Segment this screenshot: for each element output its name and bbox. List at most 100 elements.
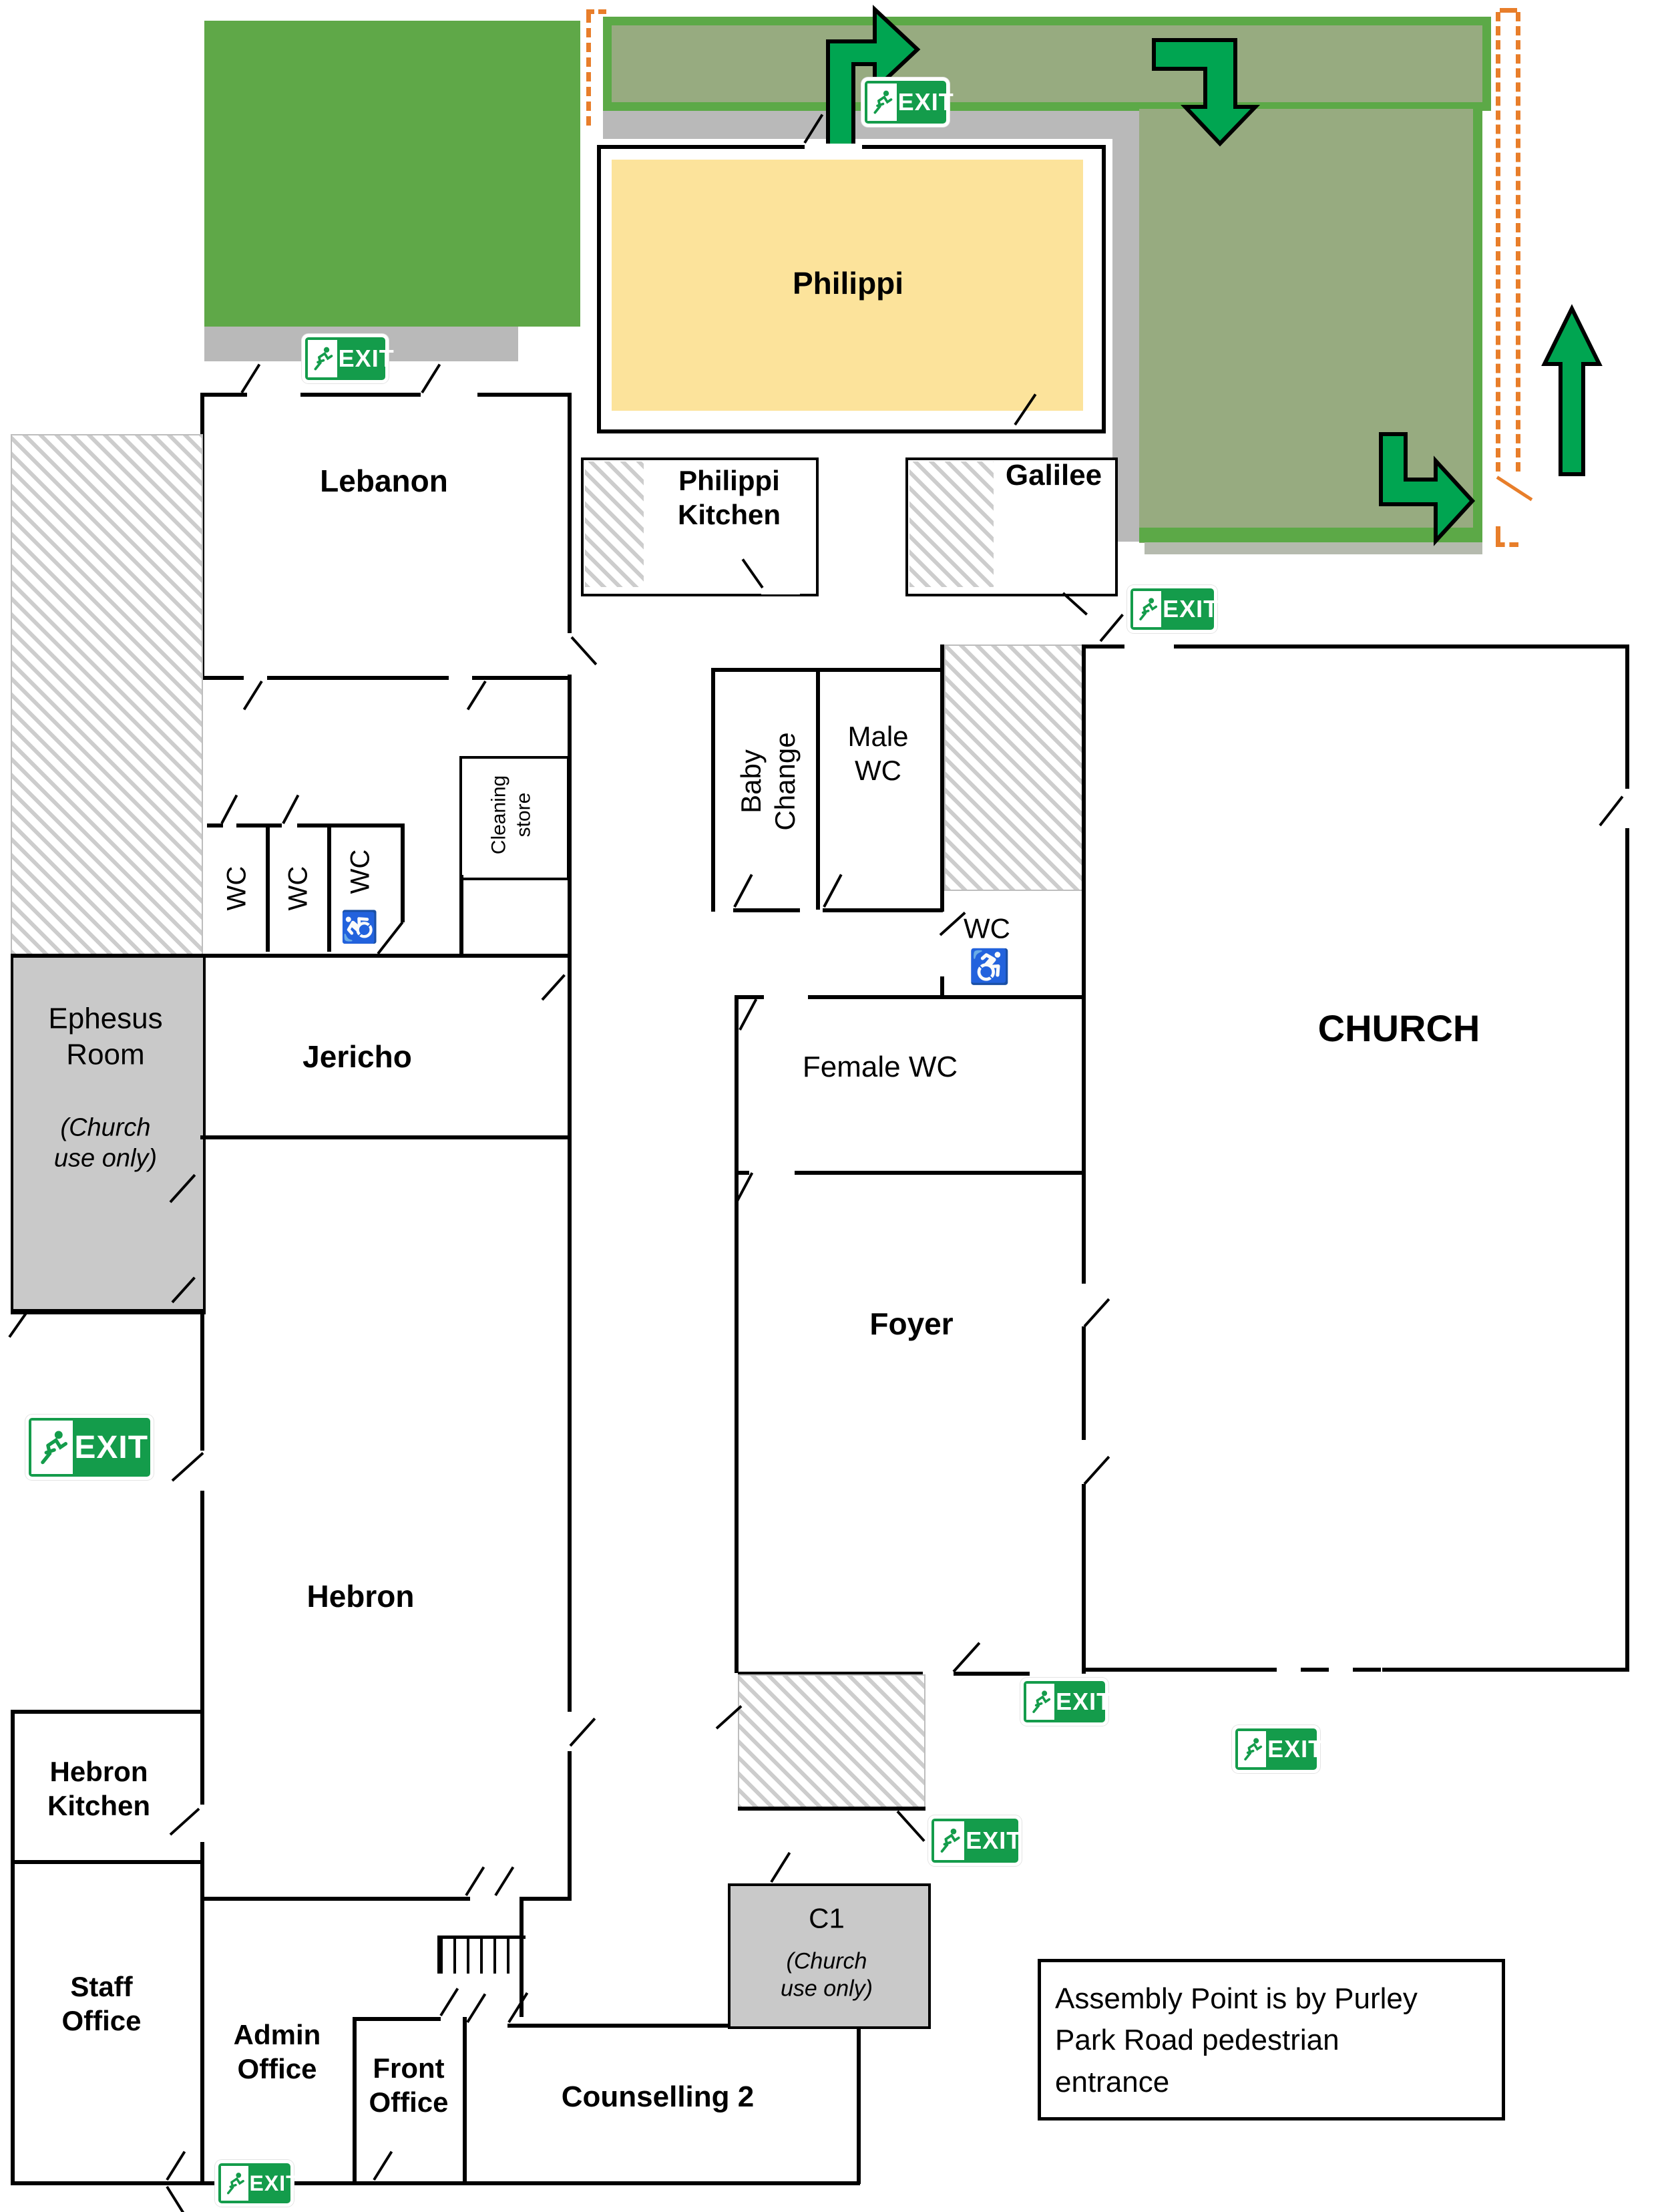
exit-sign-top-walkway: EXIT [861, 77, 954, 127]
philippi-top-door-gap [805, 144, 862, 150]
wall [11, 1860, 204, 1864]
wheelchair-icon: ♿ [341, 908, 377, 946]
wall [735, 995, 764, 999]
exit-door-shape [221, 2166, 248, 2201]
wall [207, 823, 223, 827]
galilee-door-gap [1060, 587, 1102, 594]
wall [795, 1171, 1083, 1175]
wall [735, 1171, 749, 1175]
wall [940, 644, 944, 912]
wall [711, 668, 715, 912]
arrow-down-right-gate [1379, 432, 1476, 546]
exit-sign-corridor-south: EXIT [928, 1815, 1022, 1866]
exit-sign-admin: EXIT [215, 2160, 299, 2207]
exit-door-shape [867, 83, 897, 121]
wall [507, 2024, 730, 2028]
wall [735, 1173, 739, 1673]
running-man-icon [314, 347, 333, 371]
wall [520, 1899, 524, 2017]
room-wc-accessible-label: WC [964, 912, 1010, 944]
room-philippi-floor [612, 160, 1083, 411]
wall [472, 676, 570, 680]
wall [463, 2017, 467, 2184]
running-man-icon [1139, 598, 1158, 620]
walkway-gray-under-band [603, 111, 1112, 139]
wall [200, 676, 244, 680]
exit-door-shape [1238, 1731, 1267, 1767]
gate-dashed-right-a [1496, 12, 1500, 472]
room-galilee-label: Galilee [1005, 459, 1102, 492]
left-hatched-block [11, 434, 203, 956]
exit-door-shape [308, 340, 337, 377]
wall [1082, 1668, 1249, 1672]
exit-sign-foyer: EXIT [1020, 1678, 1111, 1726]
exit-door-shape [1026, 1684, 1055, 1720]
arrow-up-right-philippi [826, 5, 921, 156]
wall [568, 680, 572, 1712]
room-church-label: CHURCH [1317, 1006, 1480, 1049]
wall [297, 823, 403, 827]
exit-door-shape [31, 1421, 73, 1474]
wall [1174, 644, 1629, 649]
galilee-hatch [909, 462, 994, 587]
wall [200, 1842, 204, 1899]
assembly-note-text: Assembly Point is by Purley Park Road pe… [1055, 1982, 1418, 2098]
room-female-wc-label: Female WC [802, 1051, 958, 1084]
wall [353, 2017, 357, 2184]
exit-sign-lebanon: EXIT [302, 334, 394, 383]
wall [200, 1135, 572, 1139]
wall [1625, 644, 1629, 789]
wall [808, 995, 1083, 999]
room-jericho-label: Jericho [302, 1039, 412, 1074]
room-wc1-label: WC [222, 866, 252, 911]
wall [1382, 1668, 1629, 1672]
wall [11, 1309, 204, 1313]
wall [267, 676, 449, 680]
wall-dashed [1249, 1668, 1382, 1672]
lawn-area-top-left [204, 21, 580, 327]
philippi-kitchen-hatch [585, 462, 644, 587]
route-column-right [1139, 109, 1473, 543]
route-band-top [603, 17, 1491, 111]
wall [823, 908, 943, 912]
route-column-right-border [1473, 109, 1482, 550]
exit-sign-church-south: EXIT [1232, 1725, 1323, 1773]
ephesus-door-gap-1 [196, 1135, 203, 1177]
room-foyer-label: Foyer [869, 1306, 954, 1341]
running-man-icon [40, 1431, 67, 1465]
wall [954, 1672, 1030, 1676]
gate-dashed-corner-v [1496, 526, 1500, 545]
wall [300, 393, 421, 397]
wall [200, 1491, 204, 1805]
wall [401, 823, 405, 922]
gate-dashed-left [586, 13, 591, 126]
wall [568, 393, 572, 633]
arrow-right-down-band [1152, 38, 1261, 147]
philippi-kitchen-door-gap [761, 588, 800, 594]
stairs [437, 1936, 526, 1974]
gate-dashed-right-b [1516, 12, 1520, 472]
running-man-icon [1032, 1690, 1051, 1713]
gate-dashed-right-top [1500, 8, 1517, 13]
gate-dashed-left-top [586, 9, 606, 14]
arrow-up-outside [1541, 304, 1603, 476]
wall [200, 1897, 470, 1901]
wall [1082, 644, 1124, 649]
wall [816, 668, 820, 910]
running-man-icon [1244, 1738, 1263, 1761]
wall [477, 393, 572, 397]
room-wc3-label: WC [345, 849, 375, 894]
exit-sign-hebron-west: EXIT [25, 1415, 154, 1480]
wall [459, 875, 463, 956]
running-man-icon [227, 2173, 244, 2195]
